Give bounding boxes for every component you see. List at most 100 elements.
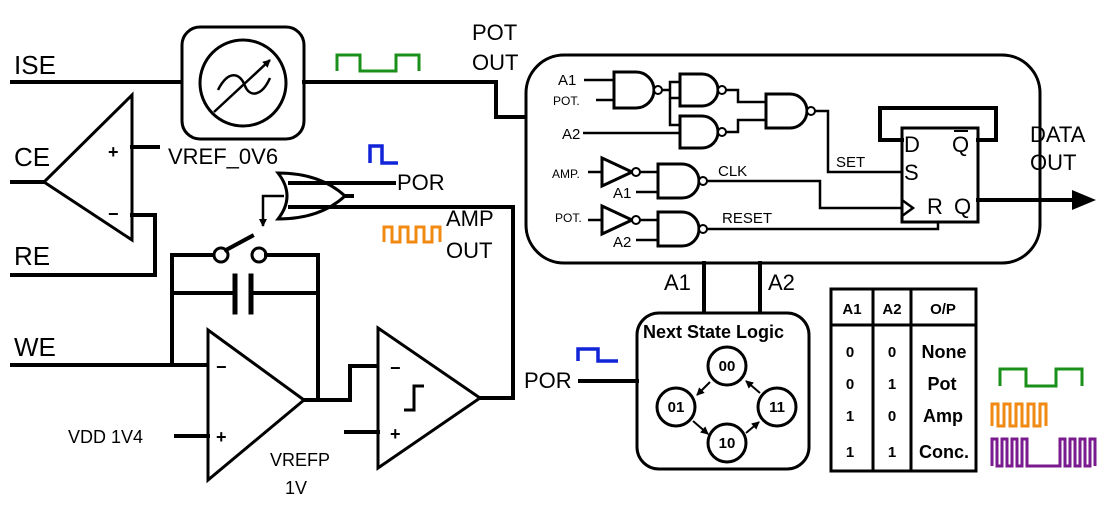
ff-r-label: R [927, 194, 943, 219]
tt-cell-a2: 1 [888, 444, 896, 461]
inverter-amp-bubble [631, 167, 641, 177]
tt-cell-op-pot: Pot [928, 374, 957, 394]
por-pulse-icon [368, 144, 398, 165]
ff-d-label: D [904, 132, 920, 157]
vrefp-label-1: VREFP [270, 450, 330, 470]
truth-table-grid [831, 289, 976, 471]
state-label-00: 00 [719, 358, 736, 375]
state-10 [706, 422, 748, 464]
legend-amp-waveform-icon [990, 402, 1048, 428]
re-label: RE [14, 241, 50, 271]
logic-pot-label: POT. [553, 94, 580, 108]
pot-waveform-icon [335, 53, 421, 73]
nand-clk-bubble [698, 176, 708, 186]
state-00 [706, 345, 748, 387]
nand-gate-1 [612, 70, 656, 110]
a2-label: A2 [768, 270, 795, 295]
logic-potb-label: POT. [555, 211, 582, 225]
a1-a2-wires [702, 261, 762, 315]
ise-label: ISE [14, 50, 56, 80]
data-out-label-2: OUT [1030, 150, 1076, 175]
ff-feedback-wire [878, 106, 998, 142]
tt-cell-a1: 1 [846, 444, 854, 461]
ce-buffer-amp [41, 91, 134, 243]
amp-out-wire [288, 205, 515, 397]
nand1-to-nand3-wire [668, 98, 680, 127]
capacitor [232, 273, 254, 315]
reset-label: RESET [722, 210, 772, 227]
fsm-arrow-10-11 [745, 421, 760, 434]
tt-cell-a1: 0 [846, 344, 854, 361]
meter-arrow-icon [213, 59, 271, 113]
nand-to-nand4-wires [726, 88, 766, 134]
vdd-label: VDD 1V4 [68, 427, 143, 447]
nand-gate-3 [678, 114, 720, 150]
feedback-left-wire [170, 253, 216, 367]
meter-dial [198, 38, 288, 128]
clk-label: CLK [718, 163, 747, 180]
data-out-arrow-icon [1072, 190, 1096, 210]
vrefp-label-2: 1V [285, 478, 307, 498]
re-wire [10, 213, 157, 277]
tt-cell-a2: 0 [888, 344, 896, 361]
int-amp-minus: − [216, 357, 227, 377]
nand-bubble-4 [806, 106, 816, 116]
legend-pot-waveform-icon [998, 367, 1084, 388]
nand-bubble-2 [717, 85, 727, 95]
logic-amp-label: AMP. [552, 167, 580, 181]
tt-header-op: O/P [930, 301, 956, 318]
logic-a2b-label: A2 [613, 234, 631, 251]
nand-gate-2 [678, 72, 720, 108]
por-label: POR [397, 170, 445, 195]
we-label: WE [14, 332, 56, 362]
nand-gate-4 [764, 92, 809, 130]
state-01 [655, 386, 697, 428]
amp-out-label-1: AMP [446, 206, 494, 231]
tt-cell-op: None [922, 342, 967, 362]
ce-label: CE [14, 142, 50, 172]
a1-label: A1 [664, 270, 691, 295]
comp-minus: − [390, 358, 401, 378]
int-amp-plus: + [216, 427, 227, 447]
switch-contact-right [250, 246, 268, 264]
amp-out-label-2: OUT [446, 238, 492, 263]
pot-out-label-1: POT [472, 20, 517, 45]
switch-control-arrow-icon [259, 194, 284, 227]
state-11 [756, 386, 798, 428]
ff-q-label: Q [954, 194, 971, 219]
por-in-label: POR [524, 368, 572, 393]
tt-cell-a1: 0 [846, 376, 854, 393]
switch-contact-left [212, 246, 230, 264]
nand-gate-reset [656, 210, 701, 248]
int-out-wire [302, 364, 380, 402]
state-label-11: 11 [769, 399, 785, 416]
tt-row: 1 1 Conc. [846, 442, 969, 462]
set-label: SET [836, 154, 865, 171]
truth-table [829, 287, 978, 473]
logic-a1b-label: A1 [613, 185, 631, 202]
tt-cell-a2: 0 [888, 408, 896, 425]
inverter-pot-bubble [631, 215, 641, 225]
fsm-arrow-11-00 [745, 380, 761, 394]
tt-cell-a2: 1 [888, 376, 896, 393]
sr-flip-flop [900, 126, 980, 224]
logic-input-wires-1 [583, 78, 680, 135]
vref-0v6-label: VREF_0V6 [168, 144, 278, 169]
nand-gate-clk [656, 162, 701, 200]
next-state-logic-block [635, 311, 811, 471]
inverter-pot [600, 203, 636, 237]
comp-plus: + [390, 424, 401, 444]
tt-row: 0 0 None [846, 342, 967, 362]
data-out-label-1: DATA [1030, 122, 1086, 147]
tt-row: 1 0 Amp [846, 406, 963, 426]
ce-amp-plus: + [108, 142, 119, 162]
comparator [376, 325, 483, 471]
logic-a1-label: A1 [558, 72, 576, 89]
fsm-arrow-01-10 [692, 420, 709, 435]
comparator-hysteresis-icon [404, 384, 424, 412]
por-in-pulse-icon [576, 347, 618, 363]
pot-out-label-2: OUT [472, 50, 518, 75]
ff-s-label: S [904, 160, 919, 185]
legend-conc-waveform-icon [990, 437, 1097, 468]
